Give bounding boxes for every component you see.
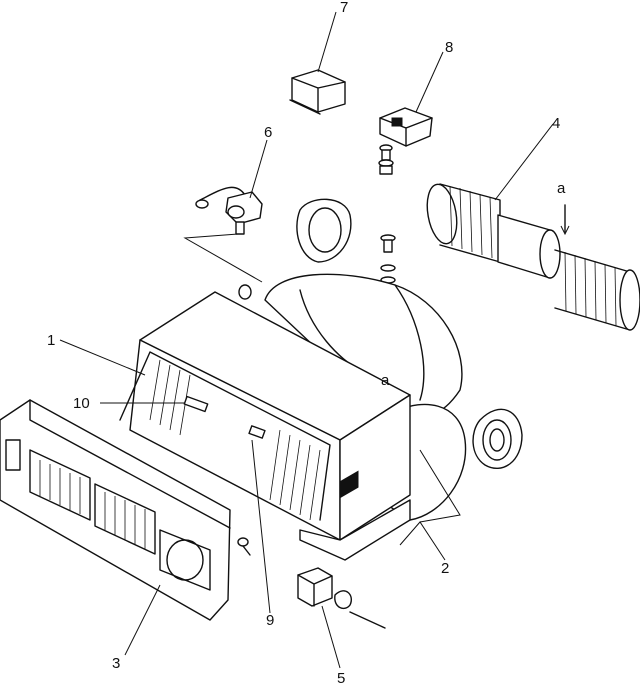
relay-part-7: [289, 69, 346, 115]
screw: [237, 537, 251, 556]
callout-8: 8: [445, 39, 453, 56]
callout-1: 1: [47, 332, 55, 349]
callout-5: 5: [337, 670, 345, 685]
resistor-part-8: [378, 107, 433, 175]
gasket-ring: [296, 198, 352, 263]
thermo-switch-part-6: [183, 186, 263, 283]
round-vent-outlet: [472, 408, 523, 470]
callout-7: 7: [340, 0, 348, 16]
callout-labels: 7 8 4 a 6 1 10 a 2 9 3 5: [47, 0, 566, 685]
leader-lines: [59, 11, 554, 669]
heater-housing: [119, 273, 467, 561]
callout-a-inner: a: [381, 372, 390, 389]
vent-grille-part-3: [0, 399, 231, 621]
callout-9: 9: [266, 612, 274, 629]
callout-6: 6: [264, 124, 272, 141]
callout-4: 4: [552, 115, 560, 132]
blower-fan-assembly: [426, 183, 640, 331]
callout-a: a: [557, 180, 566, 197]
callout-3: 3: [112, 655, 120, 672]
connector-part-5: [297, 567, 386, 629]
callout-10: 10: [73, 395, 90, 412]
callout-2: 2: [441, 560, 449, 577]
